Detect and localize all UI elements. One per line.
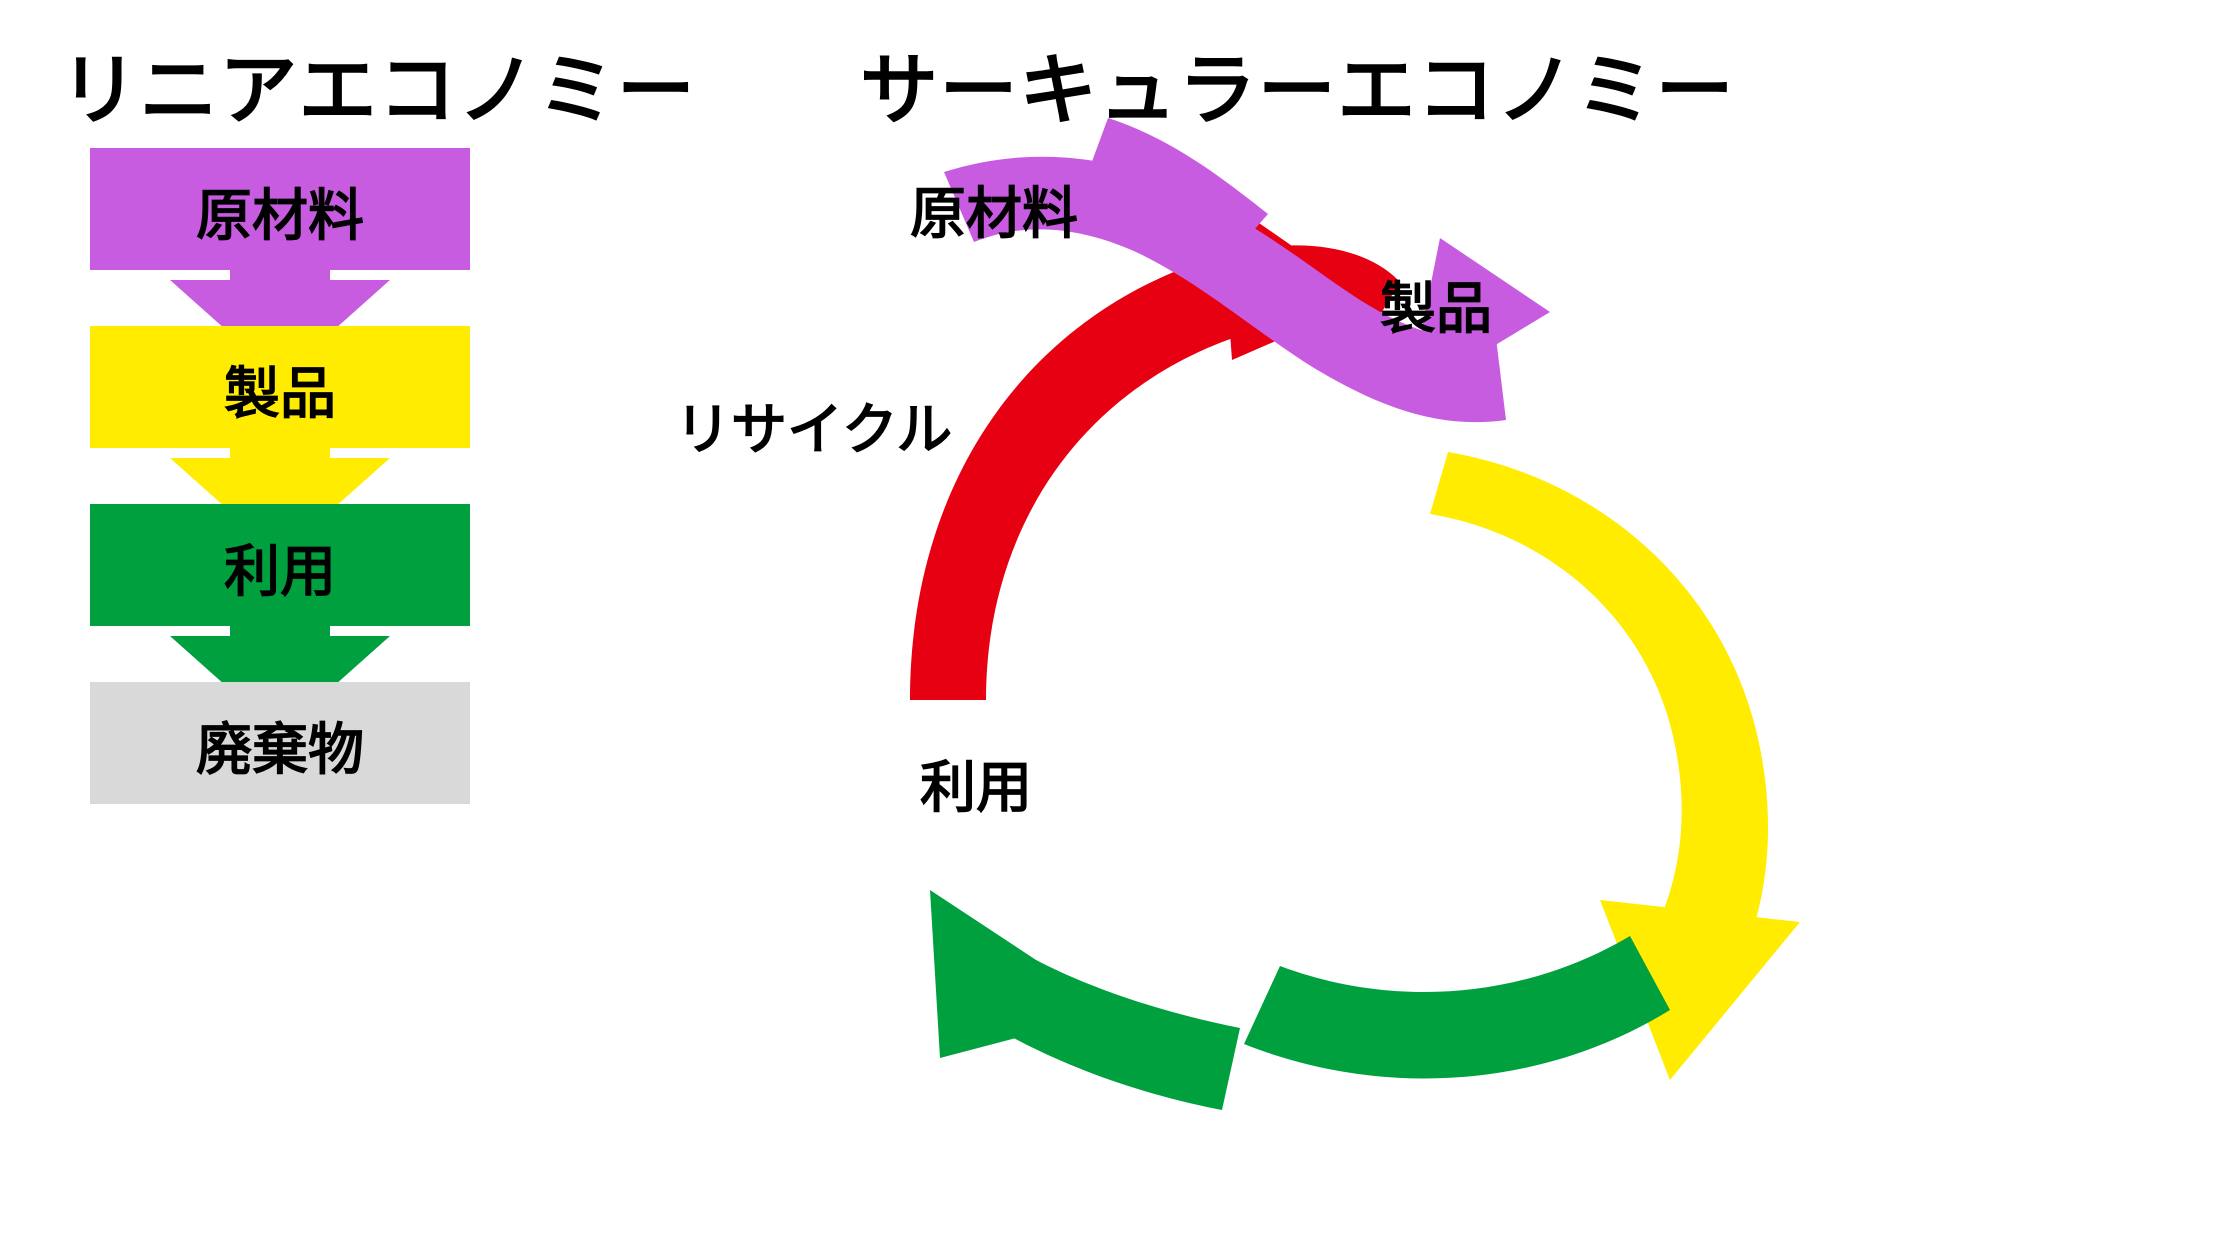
flow-label-raw-material: 原材料 xyxy=(196,184,364,247)
circular-label-recycle: リサイクル xyxy=(675,398,953,461)
linear-economy-title: リニアエコノミー xyxy=(60,46,697,134)
flow-label-product: 製品 xyxy=(224,362,336,425)
arrow-recycle-red xyxy=(910,196,1400,700)
circular-label-use: 利用 xyxy=(920,756,1032,819)
circular-economy-title: サーキュラーエコノミー xyxy=(860,46,1736,134)
circular-arrows-graphic xyxy=(910,118,1800,1110)
flow-arrow-product-to-use xyxy=(170,436,390,556)
flow-label-use: 利用 xyxy=(224,540,336,603)
flow-box-product xyxy=(90,326,470,448)
flow-label-waste: 廃棄物 xyxy=(196,718,364,781)
flow-box-waste xyxy=(90,682,470,804)
arrow-raw-material-purple xyxy=(944,118,1550,423)
circular-label-raw-material: 原材料 xyxy=(910,182,1078,245)
arrow-use-green xyxy=(930,890,1670,1110)
flow-arrow-raw-to-product xyxy=(170,258,390,378)
flow-box-raw-material xyxy=(90,148,470,270)
arrow-product-yellow xyxy=(1430,452,1800,1080)
flow-box-use xyxy=(90,504,470,626)
circular-flow-chart: 原材料 製品 リサイクル 利用 xyxy=(675,0,2240,1260)
linear-flow-chart: 原材料 製品 利用 廃棄物 xyxy=(0,0,760,1260)
circular-label-product: 製品 xyxy=(1380,277,1492,340)
flow-arrow-use-to-waste xyxy=(170,614,390,734)
